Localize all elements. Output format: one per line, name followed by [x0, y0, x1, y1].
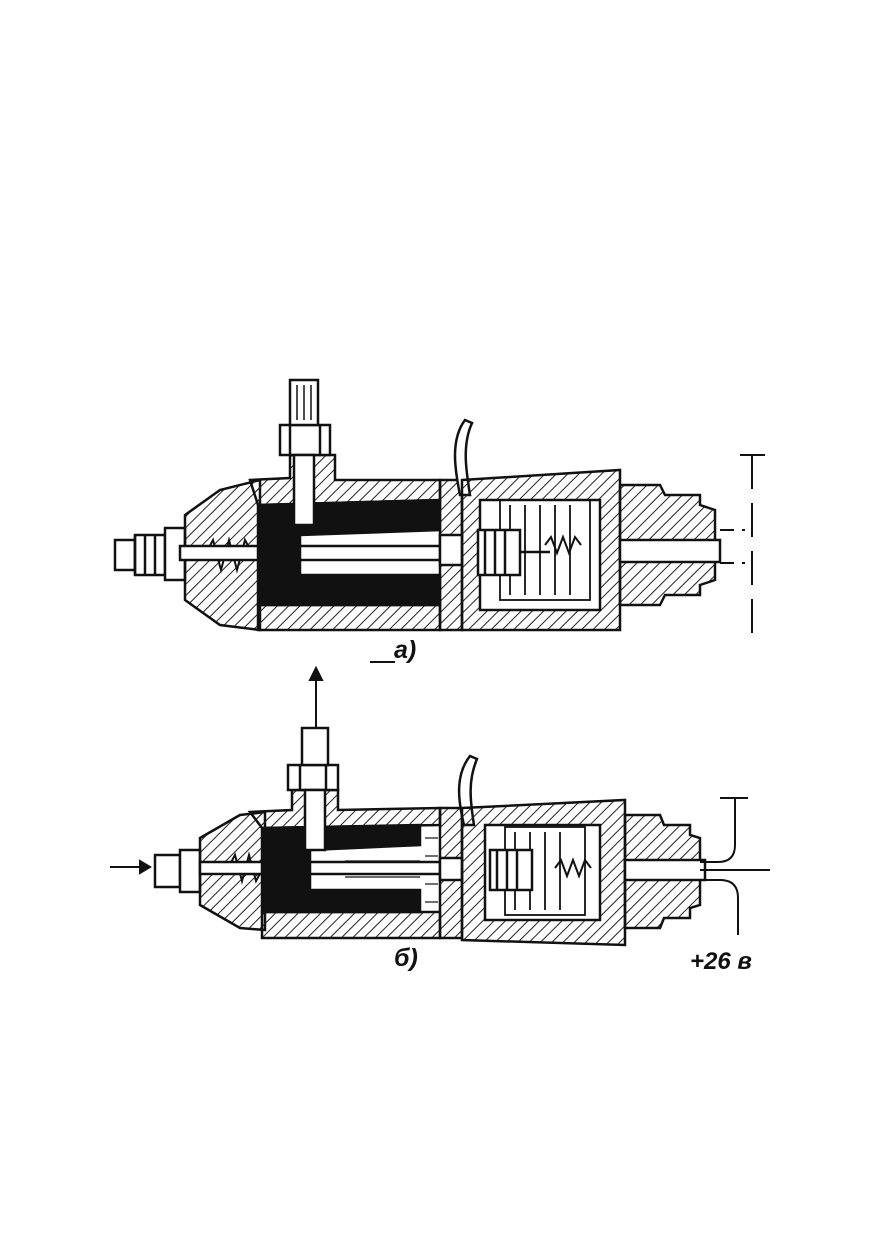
inlet-fitting-b [153, 853, 182, 889]
voltage-label: +26 в [690, 948, 752, 975]
inlet-flow-arrow [110, 859, 152, 875]
view-a-caption: а) [394, 636, 417, 664]
view-b-assembly [110, 665, 770, 947]
valve-body-b [247, 788, 442, 830]
plunger-spring-b [554, 857, 592, 879]
outlet-stem-b [300, 726, 330, 767]
outlet-nut-b [286, 763, 340, 792]
view-b-caption: б) [394, 944, 418, 972]
lead-wires-b [700, 797, 770, 935]
valve-body-a [248, 453, 442, 507]
view-a-assembly [113, 378, 765, 640]
lead-wires-a [720, 454, 765, 640]
inlet-fitting-a [113, 538, 137, 572]
latch-lever-a [453, 418, 474, 497]
return-spring-a [204, 536, 254, 574]
valve-rod-a [178, 544, 452, 562]
outlet-flow-arrow [308, 665, 324, 728]
outlet-nut-a [278, 423, 332, 457]
valve-rod-b [198, 860, 457, 876]
plunger-spring-a [544, 534, 582, 556]
